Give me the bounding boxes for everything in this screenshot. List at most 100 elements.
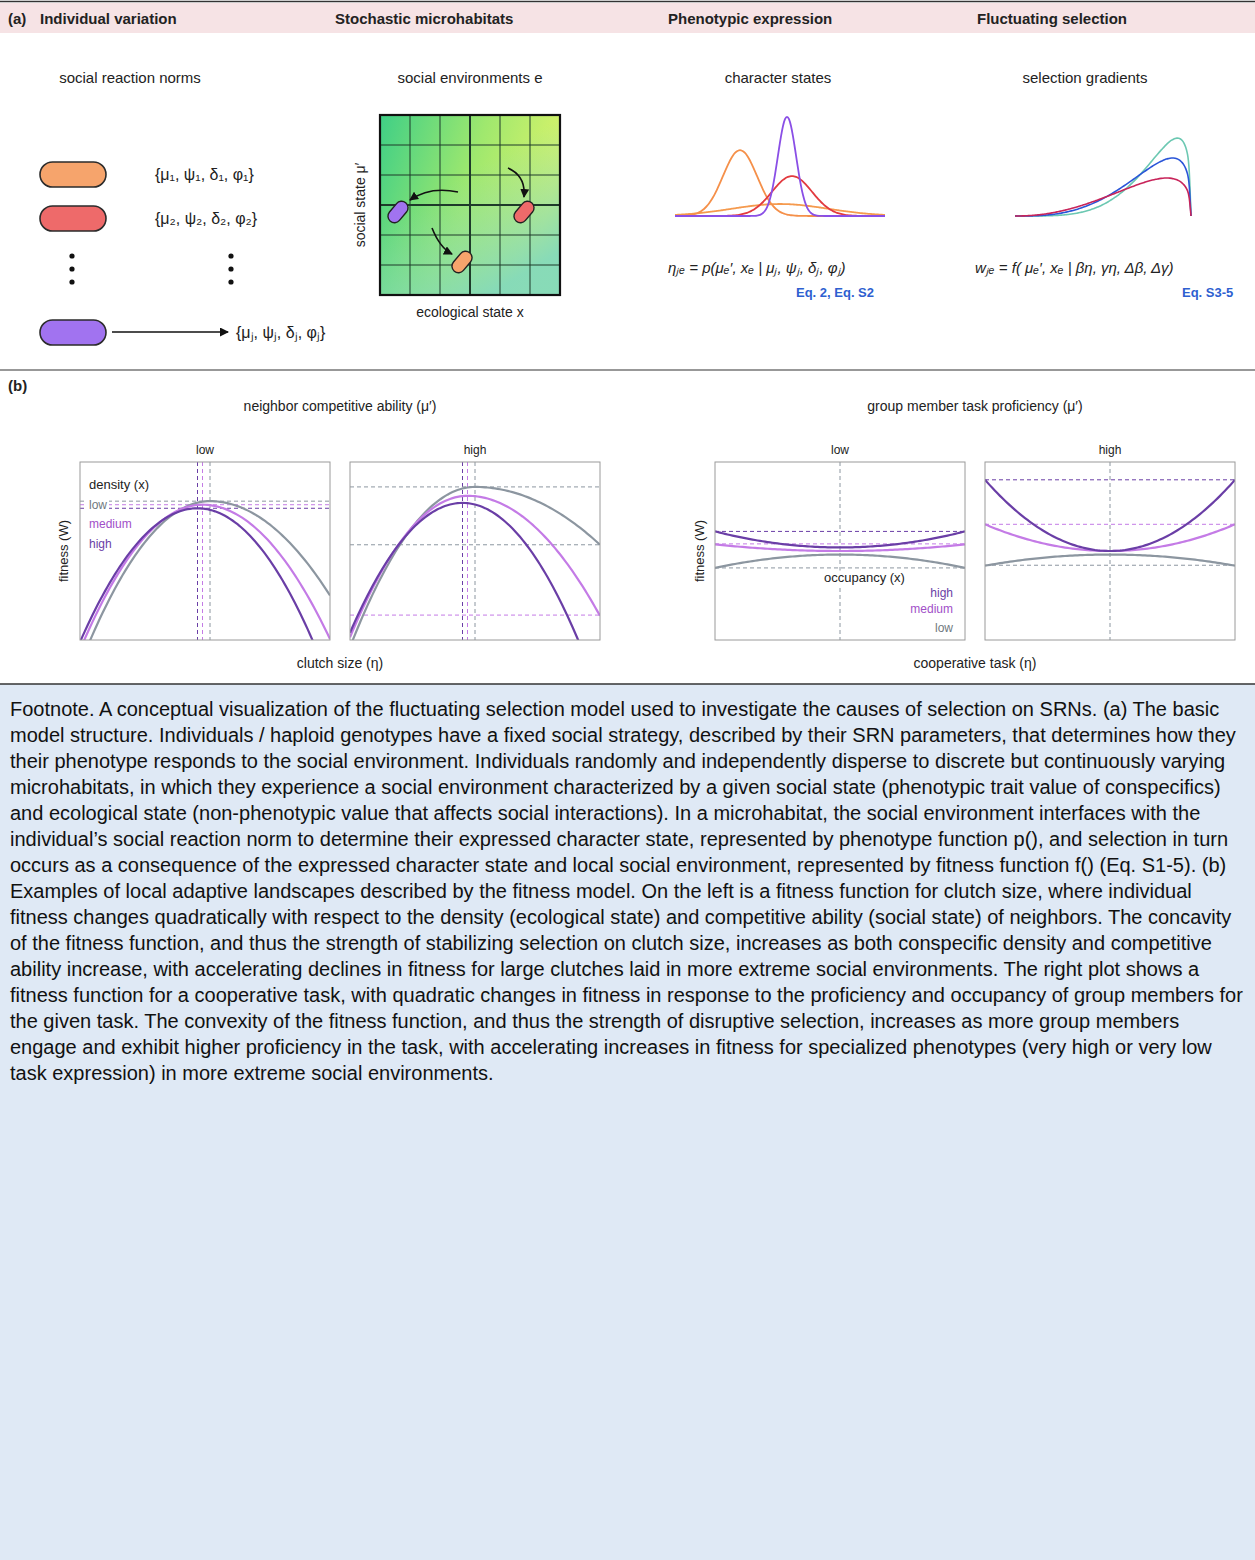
- dispersal-arrow: [410, 190, 458, 200]
- legend-label: low: [933, 622, 955, 636]
- axis-label: ecological state x: [416, 304, 523, 320]
- plot-title: high: [1099, 444, 1122, 458]
- parameter-set: {μ₂, ψ₂, δ₂, φ₂}: [155, 210, 257, 228]
- axis-label: cooperative task (η): [914, 655, 1037, 671]
- guide-dash: [715, 567, 965, 568]
- phenotype-distribution: [675, 176, 885, 216]
- fitness-plot: [350, 462, 600, 640]
- footnote-ground: [0, 684, 1255, 1560]
- dispersed-capsule: [449, 249, 474, 276]
- ellipsis-dot: [69, 266, 74, 271]
- legend-label: high: [87, 538, 114, 552]
- fitness-curve: [80, 508, 330, 640]
- column-heading: Stochastic microhabitats: [335, 10, 513, 27]
- guide-dash: [715, 531, 965, 532]
- sub-heading: social reaction norms: [59, 69, 201, 86]
- grid-line: [500, 115, 501, 295]
- equation: ηⱼₑ = p(μₑ′, xₑ | μⱼ, ψⱼ, δⱼ, φⱼ): [668, 259, 846, 276]
- parameter-set: {μⱼ, ψⱼ, δⱼ, φⱼ}: [236, 324, 325, 342]
- equation: wⱼₑ = f( μₑ′, xₑ | βη, γη, Δβ, Δγ): [975, 259, 1174, 276]
- guide-dash: [350, 615, 600, 616]
- panel-separator: [0, 369, 1255, 370]
- plot-title: low: [831, 444, 849, 458]
- fitness-curve: [80, 505, 330, 640]
- fitness-curve: [1015, 138, 1191, 216]
- ellipsis-dot: [228, 253, 233, 258]
- fitness-curve: [350, 487, 600, 640]
- equation-ref: Eq. S3-5: [1182, 286, 1233, 301]
- fitness-plot: [715, 462, 965, 640]
- axis-label: clutch size (η): [297, 655, 383, 671]
- guide-dash: [197, 462, 198, 640]
- column-heading: Phenotypic expression: [668, 10, 832, 27]
- fitness-curve: [350, 496, 600, 638]
- dispersal-arrow: [432, 228, 452, 254]
- ellipsis-dot: [228, 279, 233, 284]
- plot-group-title: group member task proficiency (μ′): [867, 398, 1082, 414]
- figure-caption: Footnote. A conceptual visualization of …: [10, 696, 1245, 1086]
- sub-heading: character states: [725, 69, 832, 86]
- guide-dash: [202, 462, 203, 640]
- axis-label: social state μ′: [352, 163, 368, 248]
- plot-title: low: [196, 444, 214, 458]
- habitat-grid-border: [380, 115, 560, 295]
- column-heading: Individual variation: [40, 10, 177, 27]
- equation-ref: Eq. 2, Eq. S2: [796, 286, 874, 301]
- fitness-plot: [985, 462, 1235, 640]
- plot-frame: [985, 462, 1235, 640]
- column-heading: Fluctuating selection: [977, 10, 1127, 27]
- fitness-plot: [80, 462, 330, 640]
- legend-label: medium: [87, 518, 134, 532]
- plot-frame: [350, 462, 600, 640]
- guide-dash: [985, 524, 1235, 525]
- guide-dash: [715, 543, 965, 544]
- legend-label: high: [928, 587, 955, 601]
- guide-dash: [210, 462, 211, 640]
- dispersal-arrow: [508, 168, 524, 197]
- fitness-curve: [1015, 158, 1191, 216]
- parameter-set: {μ₁, ψ₁, δ₁, φ₁}: [155, 166, 254, 184]
- plot-title: high: [464, 444, 487, 458]
- habitat-grid-shade: [380, 115, 560, 295]
- axis-label: fitness (W): [57, 520, 72, 582]
- genotype-capsule: [40, 162, 106, 187]
- ellipsis-dot: [69, 279, 74, 284]
- panel-letter: (b): [8, 377, 27, 394]
- legend-heading: occupancy (x): [822, 571, 907, 586]
- plot-group-title: neighbor competitive ability (μ′): [244, 398, 437, 414]
- legend-heading: density (x): [87, 478, 151, 493]
- axis-label: fitness (W): [693, 520, 708, 582]
- grid-line: [380, 265, 560, 266]
- guide-dash: [350, 544, 600, 545]
- fitness-curve: [350, 503, 600, 640]
- fitness-curve: [985, 524, 1235, 551]
- guide-dash: [985, 565, 1235, 566]
- map-arrow: [112, 331, 228, 333]
- legend-label: medium: [908, 603, 955, 617]
- sub-heading: selection gradients: [1022, 69, 1147, 86]
- guide-dash: [475, 462, 476, 640]
- fitness-curve: [715, 555, 965, 568]
- grid-line: [380, 235, 560, 236]
- dispersed-capsule: [385, 199, 410, 226]
- fitness-curve: [1015, 178, 1191, 216]
- plot-frame: [80, 462, 330, 640]
- footnote-rule: [0, 683, 1255, 685]
- header-band: (a) Individual variation Stochastic microh…: [0, 3, 1255, 33]
- guide-dash: [467, 462, 468, 640]
- habitat-grid-fill: [380, 115, 560, 295]
- guide-dash: [985, 479, 1235, 480]
- genotype-capsule: [40, 206, 106, 231]
- phenotype-distribution: [675, 150, 885, 216]
- genotype-capsule: [40, 320, 106, 345]
- fitness-curve: [985, 555, 1235, 566]
- panel-letter: (a): [8, 10, 26, 27]
- legend-label: low: [87, 499, 109, 513]
- plot-frame: [715, 462, 965, 640]
- phenotype-distribution: [675, 117, 885, 216]
- fitness-curve: [715, 531, 965, 547]
- sub-heading: social environments e: [397, 69, 542, 86]
- ellipsis-dot: [228, 266, 233, 271]
- fitness-curve: [985, 480, 1235, 551]
